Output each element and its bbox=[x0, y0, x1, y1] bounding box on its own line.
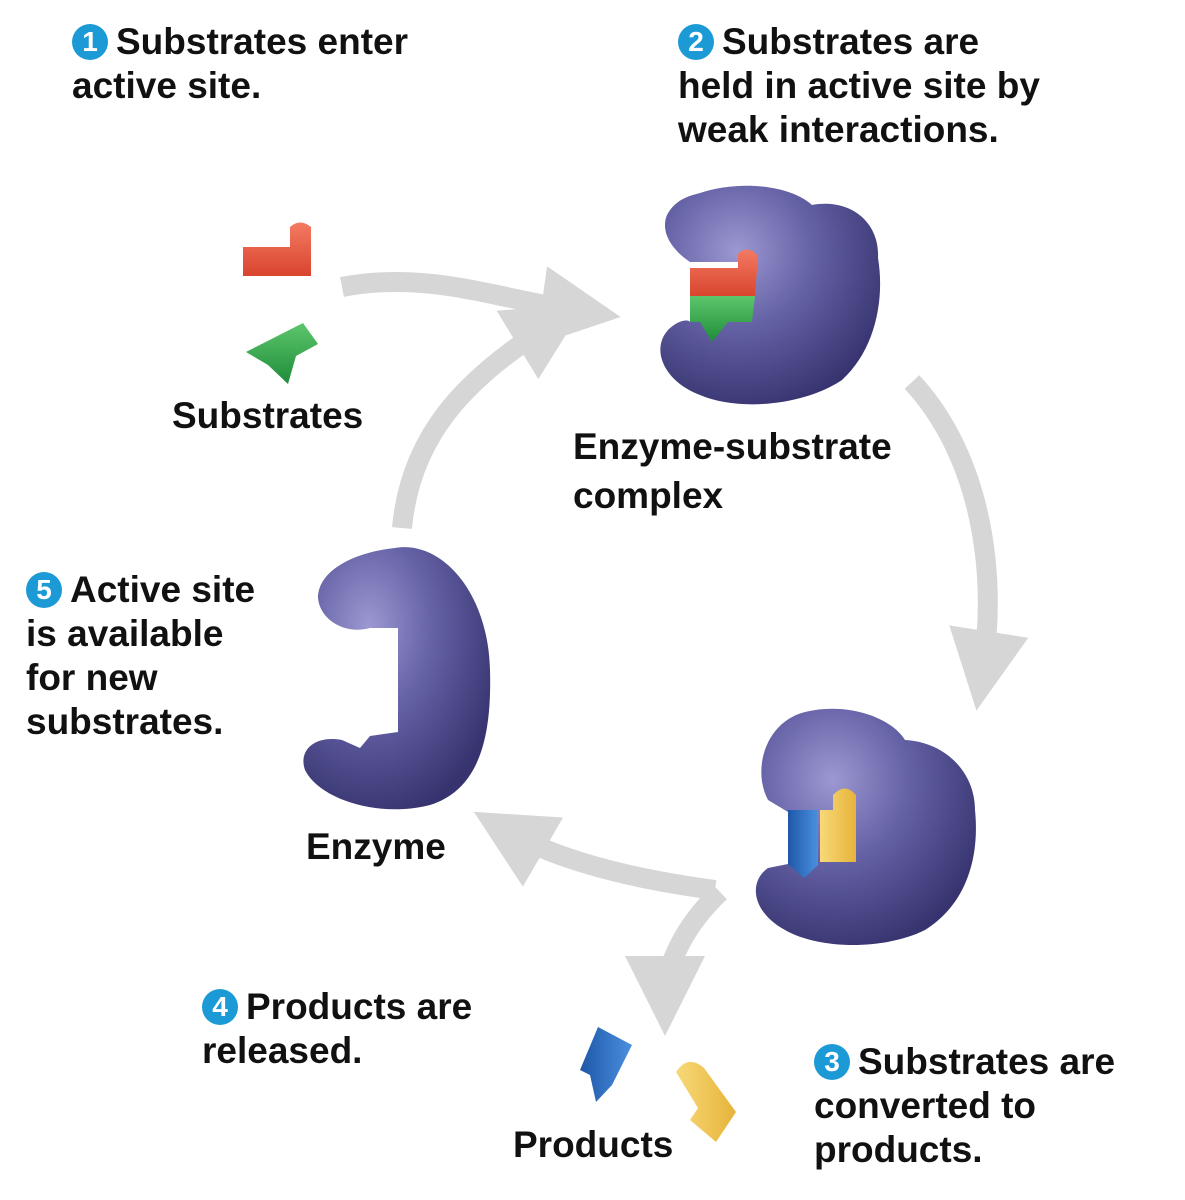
cycle-arrows bbox=[340, 266, 1029, 1036]
step-3-badge: 3 bbox=[814, 1044, 850, 1080]
substrates-label: Substrates bbox=[172, 395, 364, 436]
enzyme-label: Enzyme bbox=[306, 826, 446, 867]
step-2-badge: 2 bbox=[678, 24, 714, 60]
step-5-line-4: substrates. bbox=[26, 701, 224, 742]
step-2-line-1: Substrates are bbox=[722, 21, 980, 62]
step-5-line-1: Active site bbox=[70, 569, 256, 610]
arrow-release-to-enzyme bbox=[473, 811, 717, 900]
step-4-line-2: released. bbox=[202, 1030, 363, 1071]
products-label: Products bbox=[513, 1124, 674, 1165]
enzyme-icon bbox=[303, 547, 491, 810]
step-3-line-1: Substrates are bbox=[858, 1041, 1116, 1082]
enzyme-substrate-complex-icon bbox=[660, 185, 881, 405]
step-1-badge: 1 bbox=[72, 24, 108, 60]
product-yellow-icon bbox=[676, 1061, 736, 1142]
step-5-line-2: is available bbox=[26, 613, 224, 654]
arrow-substrates-enter bbox=[340, 266, 621, 346]
complex-label-line-1: Enzyme-substrate bbox=[573, 426, 892, 467]
arrow-products-released bbox=[625, 884, 727, 1036]
step-3-line-2: converted to bbox=[814, 1085, 1037, 1126]
enzyme-products-complex-icon bbox=[755, 708, 976, 945]
substrate-green-icon bbox=[246, 323, 318, 384]
step-2-line-3: weak interactions. bbox=[678, 109, 999, 150]
step-2-line-2: held in active site by bbox=[678, 65, 1040, 106]
step-4-line-1: Products are bbox=[246, 986, 473, 1027]
step-5-badge: 5 bbox=[26, 572, 62, 608]
step-4-badge: 4 bbox=[202, 989, 238, 1025]
arrow-enzyme-to-site bbox=[392, 303, 586, 529]
step-5-line-3: for new bbox=[26, 657, 158, 698]
step-1-line-1: Substrates enter bbox=[116, 21, 408, 62]
product-blue-icon bbox=[580, 1027, 632, 1102]
substrate-red-icon bbox=[243, 222, 311, 276]
step-1-line-2: active site. bbox=[72, 65, 262, 106]
arrow-complex-to-conversion bbox=[904, 375, 1029, 711]
complex-label-line-2: complex bbox=[573, 475, 724, 516]
step-3-line-3: products. bbox=[814, 1129, 983, 1170]
